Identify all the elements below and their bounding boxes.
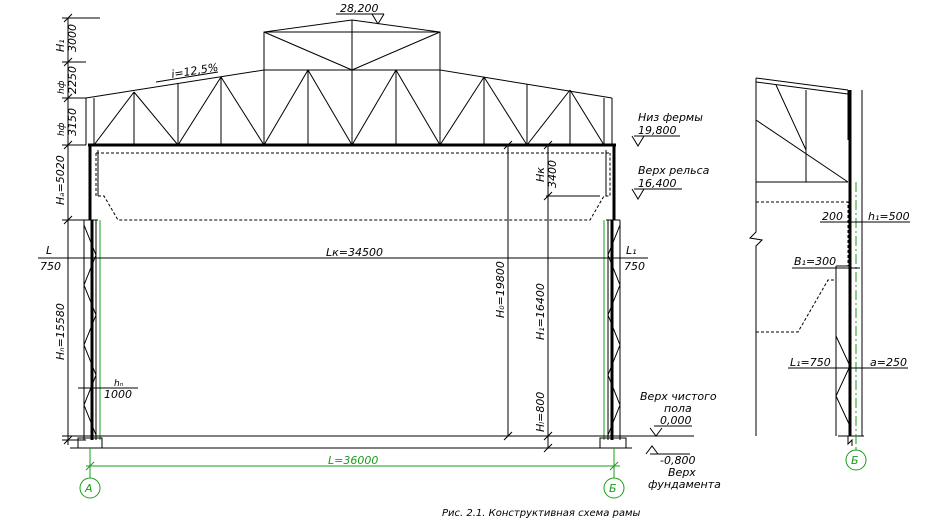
l-right-label: L₁ bbox=[626, 244, 637, 257]
inner-dimensions bbox=[503, 140, 553, 453]
axis-label-b: Б bbox=[609, 482, 617, 495]
l-right-value: 750 bbox=[624, 260, 645, 273]
roof-truss bbox=[85, 19, 616, 147]
h-upper-dimension: Hₐ=5020 bbox=[54, 155, 67, 205]
rail-top-value: 16,400 bbox=[638, 177, 677, 190]
h-crane-label: Hк bbox=[534, 167, 547, 182]
detail-a: a=250 bbox=[870, 356, 907, 369]
h-truss-value: 3150 bbox=[66, 108, 79, 136]
detail-l1: L₁=750 bbox=[790, 356, 831, 369]
floor-label-1: Верх чистого bbox=[640, 390, 717, 403]
l-left-value: 750 bbox=[40, 260, 61, 273]
floor-marker bbox=[649, 427, 663, 437]
foundation-label-2: фундамента bbox=[648, 478, 721, 491]
h-rail-dimension: H₁=16400 bbox=[534, 283, 547, 340]
hn-label: hₙ bbox=[114, 379, 124, 389]
left-column bbox=[77, 145, 103, 449]
foundation-marker bbox=[645, 445, 659, 455]
truss-bottom-marker bbox=[631, 135, 645, 147]
floor-label-2: пола bbox=[664, 402, 692, 415]
h-lantern-value: 3000 bbox=[66, 24, 79, 52]
l-left-label: L bbox=[46, 244, 52, 257]
h-crane-value: 3400 bbox=[546, 160, 559, 188]
h-ridge-label: hф bbox=[57, 80, 67, 94]
figure-caption: Рис. 2.1. Конструктивная схема рамы bbox=[442, 508, 641, 519]
span-label: L=36000 bbox=[328, 454, 378, 467]
axis-label-a: А bbox=[84, 482, 93, 495]
h-lower-dimension: Hₙ=15580 bbox=[54, 303, 67, 360]
rail-top-marker bbox=[631, 188, 645, 200]
detail-h1: h₁=500 bbox=[868, 210, 910, 223]
rail-top-label: Верх рельса bbox=[638, 164, 710, 177]
crane-span-label: Lк=34500 bbox=[326, 246, 383, 259]
right-column bbox=[599, 145, 627, 449]
ridge-mark: 28,200 bbox=[340, 2, 379, 15]
hn-value: 1000 bbox=[104, 388, 132, 401]
h-lantern-label: H₁ bbox=[54, 39, 67, 52]
column-detail bbox=[748, 77, 864, 450]
foundation-label-1: Верх bbox=[668, 466, 696, 479]
crane-outline bbox=[95, 152, 611, 221]
truss-bottom-value: 19,800 bbox=[638, 124, 677, 137]
h-truss-label: hф bbox=[57, 122, 67, 136]
foundation-value: -0,800 bbox=[660, 454, 695, 467]
detail-200: 200 bbox=[822, 210, 843, 223]
h-base-dimension: Hₗ=800 bbox=[534, 392, 547, 432]
detail-axis-label: Б bbox=[851, 454, 859, 467]
detail-b1: B₁=300 bbox=[794, 255, 836, 268]
axis-marker-b bbox=[603, 477, 625, 499]
truss-bottom-label: Низ фермы bbox=[638, 111, 703, 124]
detail-axis-marker bbox=[845, 449, 867, 471]
axis-marker-a bbox=[79, 477, 101, 499]
h-total-dimension: H₀=19800 bbox=[494, 261, 507, 318]
slope-line bbox=[155, 71, 219, 83]
ridge-arrow bbox=[371, 13, 379, 25]
floor-value: 0,000 bbox=[660, 414, 692, 427]
left-dimension-chain bbox=[62, 13, 100, 445]
h-ridge-value: 2250 bbox=[66, 66, 79, 94]
